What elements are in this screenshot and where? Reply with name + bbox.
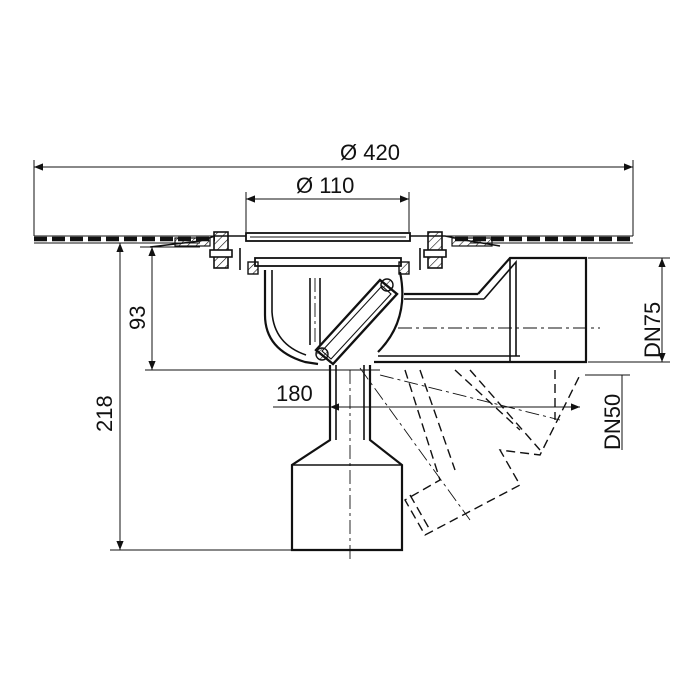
dimension-offset: 180 [273, 381, 580, 425]
clamping-flange [149, 231, 501, 269]
label-height-total: 218 [92, 395, 117, 432]
label-grate-diameter: Ø 110 [296, 173, 354, 198]
drain-body [263, 270, 404, 366]
label-overall-diameter: Ø 420 [340, 140, 400, 165]
dimension-outlet-upper: DN75 [588, 257, 670, 363]
odour-trap-flap [314, 278, 399, 366]
label-offset: 180 [276, 381, 313, 406]
label-outlet-upper: DN75 [640, 302, 665, 358]
horizontal-outlet-pipe [374, 256, 600, 364]
dimension-grate-diameter: Ø 110 [245, 173, 410, 232]
grate [239, 232, 421, 275]
vertical-outlet-pipe [290, 365, 404, 560]
label-outlet-lower: DN50 [600, 394, 625, 450]
dimension-outlet-lower: DN50 [585, 374, 630, 450]
dimension-height-total: 218 [92, 242, 292, 551]
alternative-outlet-positions [359, 367, 581, 536]
dimension-overall-diameter: Ø 420 [33, 140, 634, 236]
dimension-height-outlet: 93 [125, 246, 380, 371]
label-height-outlet: 93 [125, 306, 150, 330]
